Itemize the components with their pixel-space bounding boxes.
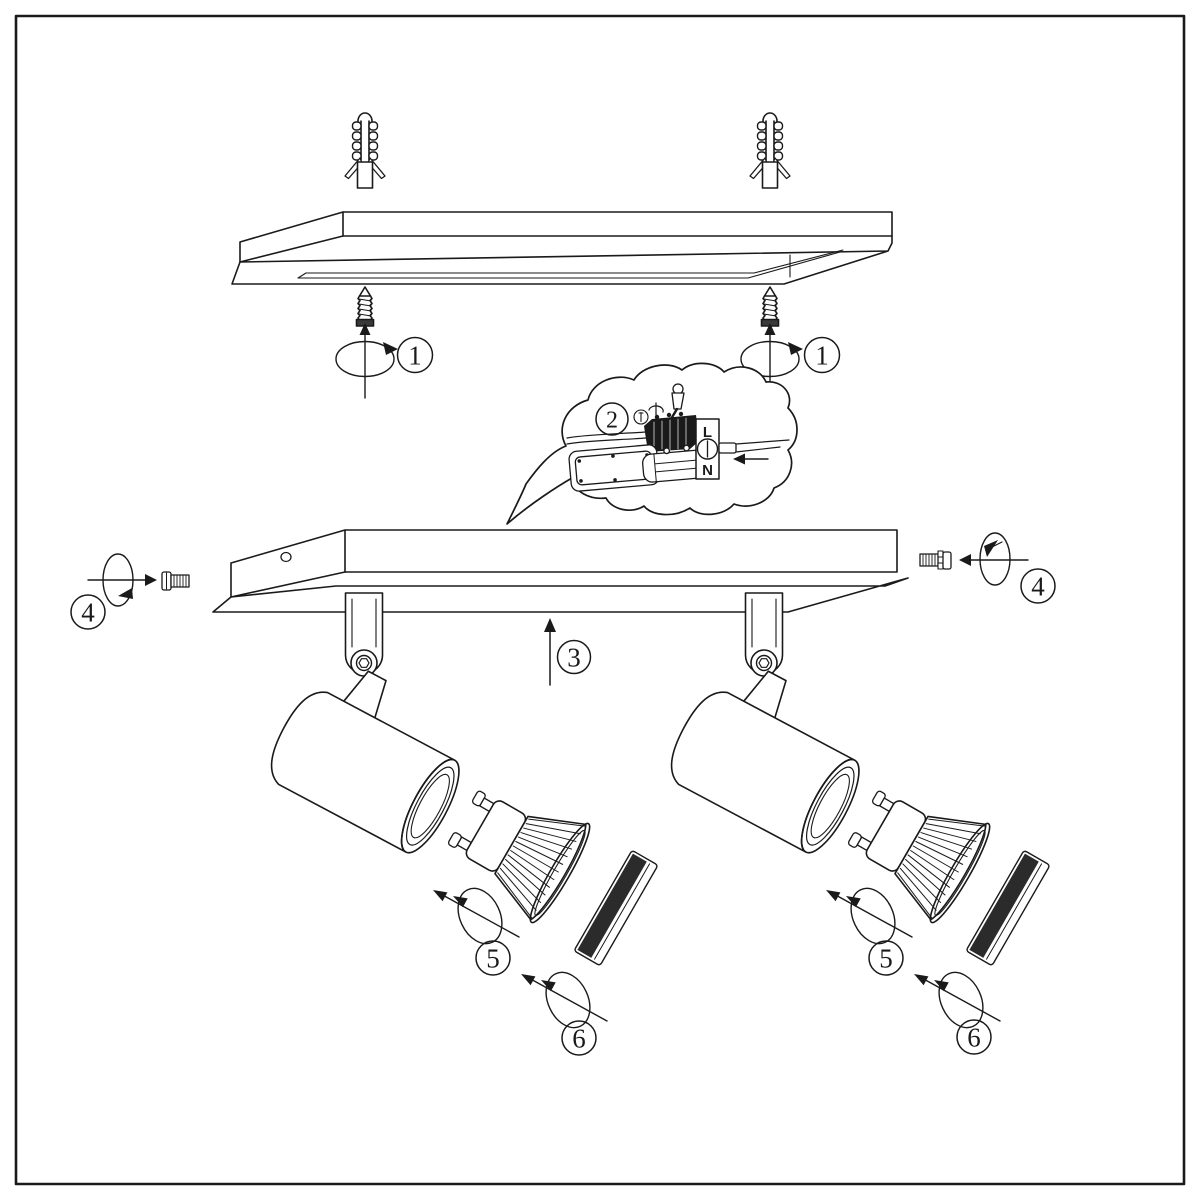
bracket-screw-hole	[280, 551, 292, 563]
rotate-arrow-bulb-right-icon	[825, 880, 913, 952]
side-screw-right	[919, 550, 952, 570]
spot-head-right	[658, 647, 889, 861]
spot-head-left	[258, 647, 489, 861]
neutral-label: N	[702, 462, 713, 479]
wall-plug-left-icon	[344, 112, 386, 189]
glass-ring-left	[573, 849, 659, 967]
rotate-arrow-screw-left-icon	[335, 322, 399, 399]
wall-plug-right-icon	[749, 112, 791, 189]
step-5-badge-right: 5	[868, 940, 904, 976]
step-3-badge: 3	[556, 639, 592, 675]
step-5-label-left: 5	[486, 944, 500, 974]
step-1-label-right: 1	[815, 341, 829, 371]
border-frame	[14, 14, 1186, 1186]
step-1-badge-left: 1	[396, 336, 434, 374]
mains-cable	[566, 431, 647, 445]
rotate-arrow-side-left-icon	[87, 553, 157, 607]
step-4-badge-right: 4	[1020, 568, 1056, 604]
screwdriver-mini-icon	[633, 409, 649, 425]
rotate-arrow-side-right-icon	[959, 532, 1029, 586]
attach-bracket-arrow	[544, 618, 556, 686]
screwdriver-icon	[663, 383, 685, 431]
canopy-screw-left-icon	[355, 286, 375, 327]
step-4-label-left: 4	[81, 598, 95, 628]
side-screw-left	[161, 571, 190, 591]
live-label: L	[703, 424, 712, 441]
wiring-detail-cloud: 2	[506, 362, 798, 525]
step-1-badge-right: 1	[803, 336, 841, 374]
step-6-badge-left: 6	[561, 1020, 597, 1056]
yoke-left	[344, 592, 384, 677]
step-5-badge-left: 5	[475, 940, 511, 976]
ln-terminal-box: L N	[695, 418, 720, 480]
supply-wire	[718, 439, 790, 454]
rotate-arrow-ring-left-icon	[520, 964, 608, 1036]
gu10-bulb-right	[833, 766, 998, 928]
terminal-connector-block	[644, 411, 699, 452]
step-6-label-left: 6	[572, 1024, 586, 1054]
mounting-bracket-plate	[212, 529, 909, 613]
step-2-label: 2	[606, 408, 618, 434]
step-1-label-left: 1	[408, 341, 422, 371]
canopy-screw-right-icon	[760, 286, 780, 327]
ceiling-canopy-plate	[231, 211, 893, 285]
step-2-badge	[595, 402, 629, 436]
step-5-label-right: 5	[879, 944, 893, 974]
step-4-badge-left: 4	[70, 594, 106, 630]
canopy-recess-lines	[297, 249, 844, 279]
step-4-label-right: 4	[1031, 572, 1045, 602]
rotate-arrow-bulb-left-icon	[432, 880, 520, 952]
wire-insert-arrow	[733, 453, 769, 465]
step-6-label-right: 6	[967, 1023, 981, 1053]
yoke-right	[744, 592, 784, 677]
step-3-label: 3	[567, 643, 581, 673]
rotate-arrow-ring-right-icon	[913, 964, 1001, 1036]
step-6-badge-right: 6	[956, 1019, 992, 1055]
glass-ring-right	[965, 849, 1051, 967]
